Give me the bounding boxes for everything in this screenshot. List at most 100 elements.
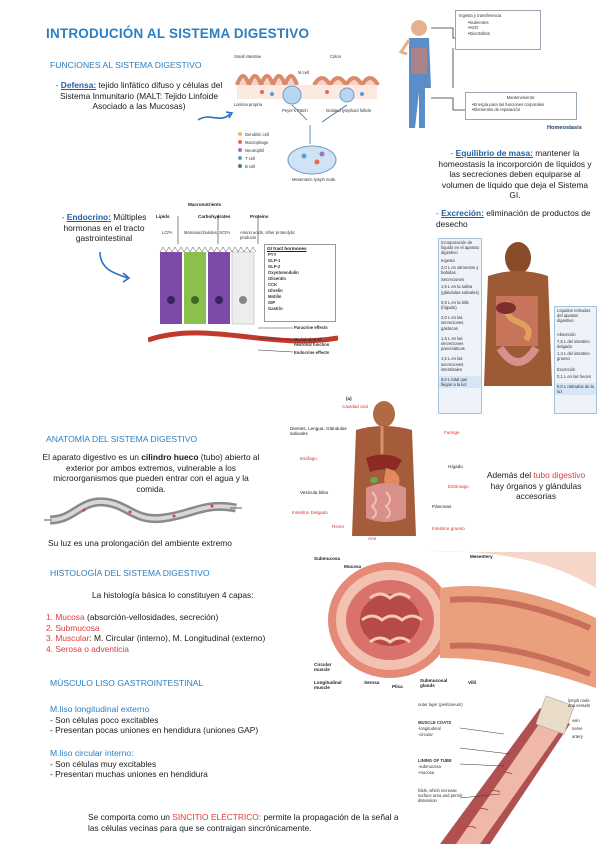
muscle-label: nerve [572, 726, 583, 731]
ingesta-title: Ingesta y transferencia [459, 13, 502, 18]
equilibrio-keyword: Equilibrio de masa: [455, 148, 533, 158]
malt-label: M cell [298, 70, 309, 75]
malt-figure: Small intestine Colon Lamina propria M c… [232, 50, 382, 185]
excrecion-keyword: Excreción: [441, 208, 484, 218]
arrow-icon [197, 111, 234, 121]
hormone-item: Glicentin [268, 276, 286, 281]
longitudinal-item: - Presentan pocas uniones en hendidura (… [50, 725, 259, 735]
hormones-box: GI tract hormones PYY GLP-1 GLP-2 Oxynto… [264, 244, 336, 322]
muscle-tube-figure: outer layer (peritoneum) MUSCLE COATS -l… [400, 694, 596, 848]
section-heading-anatomia: ANATOMÍA DEL SISTEMA DIGESTIVO [46, 434, 198, 444]
excrecion-text: eliminación de productos de desecho [436, 208, 591, 229]
malt-label: Peyer's Patch [282, 108, 308, 113]
endo-sub-label: Monosaccharides, SCFA [184, 230, 231, 235]
muscle-label: -circular [418, 732, 433, 737]
anatomy-label: Faringe [444, 430, 460, 435]
histo-label: Circular muscle [314, 662, 332, 672]
layer-item: 2. Submucosa [46, 622, 100, 633]
endo-sub-label: Amino acids, other proteolytic products [240, 230, 295, 241]
circular-title: M.liso circular interno: [50, 748, 134, 758]
ingesta-item: •Nutrientes [468, 20, 489, 26]
hormone-item: CCK [268, 282, 278, 287]
withdrawn-panel: Líquidos retirados del aparato digestivo… [554, 306, 597, 414]
homeostasis-figure: Ingesta y transferencia •Nutrientes •H2O… [395, 8, 595, 138]
muscle-label: MUSCLE COATS [418, 720, 452, 725]
muscle-label: outer layer (peritoneum) [418, 702, 463, 707]
hormone-item: GIP [268, 300, 276, 305]
histo-label: Serosa [364, 680, 380, 685]
endo-top-label: Macronutrients [188, 202, 222, 207]
malt-label: B cell [245, 164, 256, 169]
mantenimiento-box: Mantenimiento: •Energía para las funcion… [465, 92, 577, 120]
ingesta-item: •Electrolitos [468, 30, 490, 36]
section-heading-histologia: HISTOLOGÍA DEL SISTEMA DIGESTIVO [50, 568, 210, 578]
histo-label: Longitudinal muscle [314, 680, 342, 690]
panel-item: 7,5 L del intestino delgado [557, 338, 590, 350]
anatomy-label: Esófago [300, 456, 317, 461]
panel-item: 0,1 L en las heces [557, 373, 591, 379]
effect-label: Modulation of neuronal function [294, 337, 330, 348]
arrow-icon [99, 251, 131, 283]
malt-label: Lamina propria [234, 102, 262, 107]
mant-item: •Energía para las funciones corporales [472, 102, 544, 108]
panel-item: 1,5 L en las secreciones intestinales [441, 356, 464, 372]
malt-label: Colon [330, 54, 341, 59]
muscle-label: lymph node and vessels [568, 698, 591, 709]
anatomia-text: (tubo) abierto al exterior por ambos ext… [53, 452, 260, 494]
muscle-label: LINING OF TUBE [418, 758, 452, 763]
muscle-label: -submucosa [418, 764, 441, 769]
panel-title: Incorporación de líquido en el aparato d… [441, 240, 479, 256]
histology-figure: Submucosa Mucosa Mesentery Circular musc… [310, 548, 596, 694]
hormone-item: Motilin [268, 294, 282, 299]
malt-label: Mesenteric lymph node [292, 177, 336, 182]
malt-label: Isolated lymphoid follicle [326, 108, 372, 113]
digestive-tube-figure [44, 497, 242, 525]
layer-item: 1. Mucosa (absorción-vellosidades, secre… [46, 612, 219, 622]
histo-label: Mucosa [344, 564, 362, 569]
accesorias-text: hay órganos y glándulas accesorias [490, 480, 582, 502]
muscle-label: artery [572, 734, 583, 739]
accesorias-paragraph: Además del tubo digestivo hay órganos y … [480, 470, 592, 502]
hormone-item: Gastrin [268, 306, 283, 311]
layers-list: 1. Mucosa (absorción-vellosidades, secre… [46, 612, 336, 654]
equilibrio-paragraph: - Equilibrio de masa: mantener la homeos… [438, 148, 592, 200]
endocrine-figure: Macronutrients Lipids Carbohydrates Prot… [148, 200, 338, 360]
malt-label: Neutrophil [245, 148, 265, 153]
hormone-item: GLP-2 [268, 264, 281, 269]
accesorias-red: tubo digestivo [533, 470, 586, 480]
endo-col-label: Lipids [156, 214, 170, 219]
histo-label: Submucosa [314, 556, 341, 561]
effect-label: Endocrine effects [294, 350, 330, 355]
hormone-item: PYY [268, 252, 277, 257]
sincitio-text: Se comporta como un [88, 812, 170, 822]
effect-label: Paracrine effects [294, 325, 328, 330]
endo-sub-label: LCFA [162, 230, 173, 235]
circular-item: - Presentan muchas uniones en hendidura [50, 769, 208, 779]
defensa-keyword: Defensa: [60, 80, 97, 90]
anatomy-label: Cavidad oral [342, 404, 368, 409]
endocrino-text: Múltiples hormonas en el tracto gastroin… [63, 212, 147, 243]
anatomy-label: Páncreas [432, 504, 452, 509]
anatomy-label: Vesícula biliar [300, 490, 329, 495]
endocrino-paragraph: - Endocrino: Múltiples hormonas en el tr… [61, 212, 147, 243]
mant-title: Mantenimiento: [506, 95, 536, 100]
ingesta-item: •H2O [468, 25, 479, 31]
equilibrio-text: mantener la homeostasis la incorporción … [438, 148, 592, 200]
anatomy-label: Intestino Delgado [292, 510, 328, 515]
histo-label: Mesentery [470, 554, 493, 559]
endocrino-keyword: Endocrino: [66, 212, 111, 222]
layer-item: 3. Muscular: M. Circular (interno), M. L… [46, 633, 266, 643]
panel-sub: Absorción [557, 331, 576, 337]
panel-item: 1,4 L del intestino grueso [557, 351, 590, 362]
muscle-label: folds, which increase surface area and p… [418, 788, 463, 804]
hormones-title: GI tract hormones [267, 246, 307, 251]
panel-sub: Ingesta [441, 257, 455, 263]
histo-label: Submucosal glands [420, 678, 448, 688]
muscle-label: -mucosa [418, 770, 435, 775]
hormone-item: Oxyntomodulin [268, 270, 299, 275]
panel-total: 9,0 L retirados de la luz [555, 383, 596, 396]
sincitio-red: SINCITIO ELÉCTRICO: [172, 812, 262, 822]
histologia-intro: La histología básica lo constituyen 4 ca… [92, 590, 254, 600]
longitudinal-item: - Son células poco excitables [50, 714, 159, 725]
panel-total: 9,0 L total que llegan a la luz [439, 376, 481, 389]
